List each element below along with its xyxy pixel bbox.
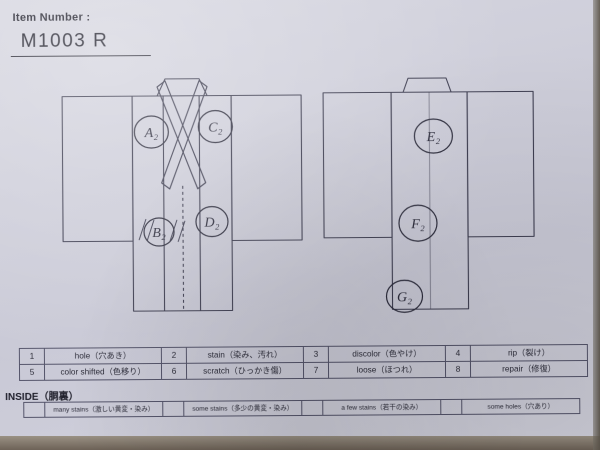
marker-d2: D₂ <box>203 216 219 231</box>
inside-option-label: some holes（穴あり） <box>461 398 580 415</box>
legend-label: repair（修復） <box>470 360 588 378</box>
inside-checkbox-cell[interactable] <box>301 400 323 416</box>
inside-checkbox-cell[interactable] <box>440 399 462 415</box>
legend-code: 6 <box>161 363 187 380</box>
legend-label: discolor（色やけ） <box>328 345 446 363</box>
legend-code: 8 <box>445 361 471 378</box>
legend-code: 4 <box>445 345 471 362</box>
legend-code: 7 <box>303 362 329 379</box>
legend-label: rip（裂け） <box>470 344 588 362</box>
inside-option-label: a few stains（若干の染み） <box>322 399 441 416</box>
marker-e2: E₂ <box>426 130 441 145</box>
inside-checkbox-cell[interactable] <box>162 401 184 417</box>
legend-code: 3 <box>303 346 329 363</box>
legend-label: color shifted（色移り） <box>44 363 162 381</box>
desk-surface-bottom <box>0 436 600 450</box>
front-view-group <box>61 78 303 312</box>
garment-diagrams: A₂ C₂ B₂ D₂ E₂ F₂ G₂ <box>61 77 535 313</box>
legend-label: stain（染み、汚れ） <box>186 346 304 364</box>
marker-b2: B₂ <box>152 226 166 241</box>
inside-option-label: some stains（多少の黄変・染み） <box>183 400 302 417</box>
damage-code-legend-table: 1 hole（穴あき） 2 stain（染み、汚れ） 3 discolor（色や… <box>19 344 588 381</box>
marker-a2: A₂ <box>144 126 159 141</box>
legend-code: 5 <box>19 364 45 381</box>
legend-label: hole（穴あき） <box>44 347 162 365</box>
marker-c2: C₂ <box>208 121 222 136</box>
desk-surface-right <box>593 0 600 450</box>
back-view-group <box>322 77 535 310</box>
marker-f2: F₂ <box>410 217 425 232</box>
legend-label: scratch（ひっかき傷） <box>186 362 304 380</box>
legend-code: 1 <box>19 348 45 365</box>
inside-condition-table: many stains（激しい黄変・染み） some stains（多少の黄変・… <box>23 398 580 418</box>
inside-checkbox-cell[interactable] <box>23 402 45 418</box>
legend-code: 2 <box>161 347 187 364</box>
legend-label: loose（ほつれ） <box>328 361 446 379</box>
marker-g2: G₂ <box>397 290 412 305</box>
inside-row: many stains（激しい黄変・染み） some stains（多少の黄変・… <box>23 398 580 418</box>
legend-row: 5 color shifted（色移り） 6 scratch（ひっかき傷） 7 … <box>19 360 588 381</box>
inside-option-label: many stains（激しい黄変・染み） <box>44 401 163 418</box>
